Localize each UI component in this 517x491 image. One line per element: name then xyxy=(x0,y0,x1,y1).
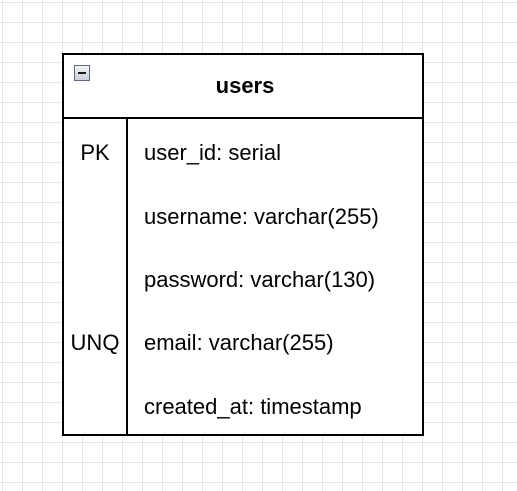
table-header: users xyxy=(64,55,422,119)
row-key xyxy=(64,185,126,249)
row-key: UNQ xyxy=(70,330,120,355)
row-field: email: varchar(255) xyxy=(144,330,334,355)
table-row[interactable]: username: varchar(255) xyxy=(64,185,422,249)
table-row[interactable]: UNQ email: varchar(255) xyxy=(64,311,422,375)
row-key: PK xyxy=(80,140,110,165)
table-title: users xyxy=(215,73,275,98)
row-key xyxy=(64,375,126,439)
table-row[interactable]: password: varchar(130) xyxy=(64,248,422,312)
row-field: password: varchar(130) xyxy=(144,267,376,292)
row-field: created_at: timestamp xyxy=(144,394,362,419)
row-field: username: varchar(255) xyxy=(144,204,379,229)
table-row[interactable]: created_at: timestamp xyxy=(64,375,422,439)
key-column-divider xyxy=(126,117,128,434)
row-key xyxy=(64,248,126,312)
table-row[interactable]: PK user_id: serial xyxy=(64,121,422,185)
users-table-entity[interactable]: users PK user_id: serial username: varch… xyxy=(62,53,424,436)
collapse-icon[interactable] xyxy=(74,65,90,81)
row-field: user_id: serial xyxy=(144,140,281,165)
